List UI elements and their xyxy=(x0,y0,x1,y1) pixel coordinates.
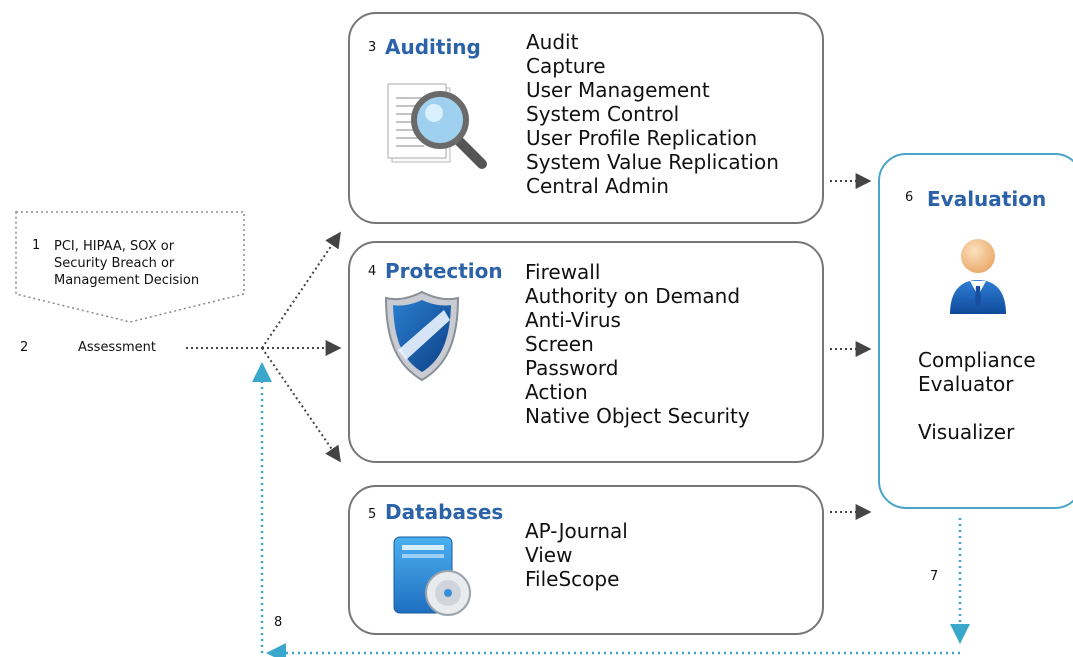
evaluation-number: 6 xyxy=(905,190,914,205)
shield-icon xyxy=(384,290,460,382)
evaluation-title: Evaluation xyxy=(927,187,1047,211)
databases-number: 5 xyxy=(368,507,377,522)
protection-item: Authority on Demand xyxy=(525,284,741,308)
trigger-callout-shape xyxy=(15,211,245,323)
protection-item: Screen xyxy=(525,332,594,356)
auditing-item: System Control xyxy=(526,102,680,126)
magnifier-document-icon xyxy=(387,83,487,169)
databases-items: AP-Journal View FileScope xyxy=(525,519,628,591)
trigger-line: Management Decision xyxy=(54,273,200,288)
protection-number: 4 xyxy=(368,264,377,279)
loop-down-number: 7 xyxy=(930,569,939,584)
evaluation-box xyxy=(878,153,1073,509)
evaluation-item: Compliance xyxy=(918,348,1036,372)
arrow-to-databases xyxy=(261,347,341,463)
protection-item: Anti-Virus xyxy=(525,308,621,332)
databases-item: FileScope xyxy=(525,567,620,591)
evaluation-items: Compliance Evaluator Visualizer xyxy=(918,348,1036,444)
auditing-item: User Profile Replication xyxy=(526,126,758,150)
databases-item: View xyxy=(525,543,573,567)
arrow-to-auditing xyxy=(261,231,341,349)
auditing-item: User Management xyxy=(526,78,710,102)
auditing-item: Capture xyxy=(526,54,606,78)
trigger-line: Security Breach or xyxy=(54,256,175,271)
protection-item: Action xyxy=(525,380,588,404)
databases-item: AP-Journal xyxy=(525,519,628,543)
database-disc-icon xyxy=(393,536,471,616)
protection-item: Firewall xyxy=(525,260,601,284)
trigger-line: PCI, HIPAA, SOX or xyxy=(54,239,175,254)
auditing-item: Central Admin xyxy=(526,174,669,198)
protection-item: Native Object Security xyxy=(525,404,750,428)
auditing-number: 3 xyxy=(368,40,377,55)
assessment-label: Assessment xyxy=(78,340,156,355)
auditing-title: Auditing xyxy=(385,35,481,59)
trigger-number: 1 xyxy=(32,238,41,253)
auditing-item: Audit xyxy=(526,30,579,54)
auditing-items: Audit Capture User Management System Con… xyxy=(526,30,779,198)
protection-items: Firewall Authority on Demand Anti-Virus … xyxy=(525,260,750,428)
evaluation-item: Visualizer xyxy=(918,420,1015,444)
loop-back-number: 8 xyxy=(274,615,283,630)
evaluation-item: Evaluator xyxy=(918,372,1014,396)
person-icon xyxy=(950,239,1006,314)
protection-item: Password xyxy=(525,356,619,380)
protection-title: Protection xyxy=(385,259,503,283)
assessment-number: 2 xyxy=(20,340,29,355)
trigger-text: PCI, HIPAA, SOX or Security Breach or Ma… xyxy=(54,238,199,289)
databases-title: Databases xyxy=(385,500,504,524)
auditing-item: System Value Replication xyxy=(526,150,779,174)
